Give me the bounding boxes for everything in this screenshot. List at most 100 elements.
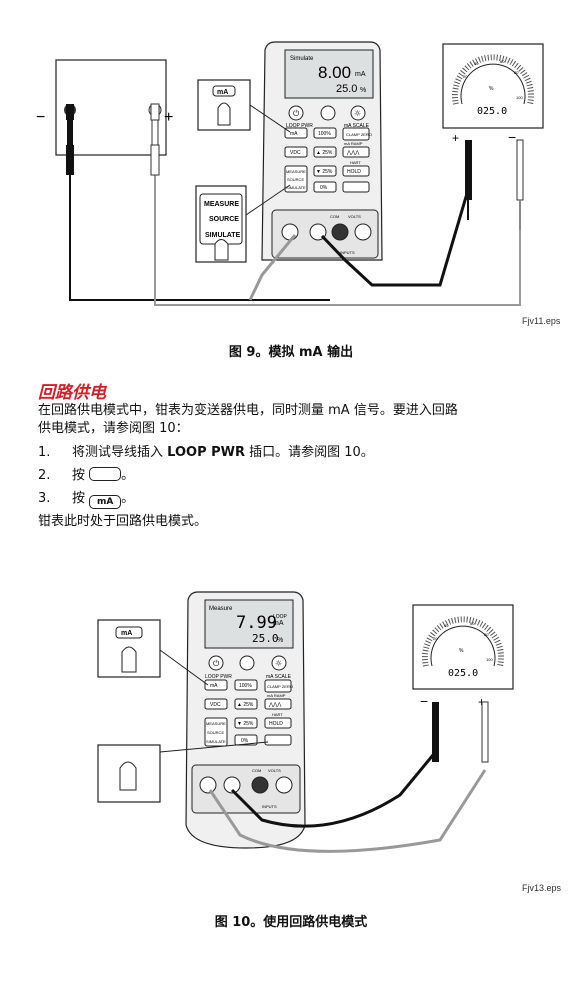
jack-volts bbox=[354, 223, 372, 241]
step-1: 1.将测试导线插入 LOOP PWR 插口。请参阅图 10。 bbox=[38, 445, 374, 460]
gray-lead bbox=[154, 145, 521, 306]
svg-text:☼: ☼ bbox=[354, 109, 361, 118]
figure-10: Measure 7.99 LOOP mA 25.0 % ⏻ ☼ LOOP PWR… bbox=[0, 580, 582, 880]
figure-10-caption: 图 10。使用回路供电模式 bbox=[214, 915, 368, 930]
outro-paragraph: 钳表此时处于回路供电模式。 bbox=[38, 514, 208, 529]
jack-loop bbox=[281, 223, 299, 241]
jack-volts bbox=[275, 776, 293, 794]
svg-text:mA SCALE: mA SCALE bbox=[344, 123, 370, 129]
svg-text:HART: HART bbox=[350, 160, 361, 165]
svg-text:mA SCALE: mA SCALE bbox=[266, 674, 292, 680]
display-mode: Measure bbox=[209, 606, 233, 612]
gauge-box bbox=[442, 43, 544, 129]
finger-icon bbox=[217, 102, 231, 126]
jack-com bbox=[331, 223, 349, 241]
black-lead bbox=[69, 145, 330, 301]
svg-text:100%: 100% bbox=[239, 683, 252, 689]
svg-text:60: 60 bbox=[470, 621, 475, 626]
display-sub: 25.0 bbox=[252, 632, 279, 645]
jack-ma bbox=[223, 776, 241, 794]
svg-text:VOLTS: VOLTS bbox=[268, 768, 281, 773]
svg-text:SOURCE: SOURCE bbox=[209, 216, 239, 223]
power-icon bbox=[208, 655, 224, 671]
finger-icon-2 bbox=[119, 761, 137, 791]
svg-text:mA: mA bbox=[210, 683, 218, 689]
svg-text:60: 60 bbox=[500, 59, 505, 64]
figure-10-filename: Fjv13.eps bbox=[522, 883, 562, 893]
svg-text:100: 100 bbox=[486, 657, 493, 662]
jack-loop bbox=[199, 776, 217, 794]
svg-text:▲ 25%: ▲ 25% bbox=[316, 150, 333, 156]
svg-text:80: 80 bbox=[514, 70, 519, 75]
svg-text:SOURCE: SOURCE bbox=[287, 177, 304, 182]
svg-text:▼ 25%: ▼ 25% bbox=[316, 169, 333, 175]
finger-icon bbox=[121, 646, 137, 673]
svg-text:%: % bbox=[360, 87, 366, 94]
svg-text:LOOP PWR: LOOP PWR bbox=[205, 674, 232, 680]
svg-text:%: % bbox=[489, 86, 494, 92]
svg-text:SIMULATE: SIMULATE bbox=[286, 185, 306, 190]
svg-text:mA RAMP: mA RAMP bbox=[344, 141, 363, 146]
transmitter-minus-label: − bbox=[36, 109, 45, 126]
svg-text:VOLTS: VOLTS bbox=[348, 214, 361, 219]
display-sub: 25.0 bbox=[336, 83, 357, 95]
svg-text:⋀⋀⋀: ⋀⋀⋀ bbox=[268, 702, 282, 708]
blank-key-icon bbox=[89, 467, 122, 481]
svg-text:COM: COM bbox=[252, 768, 261, 773]
svg-text:−: − bbox=[508, 129, 516, 145]
svg-text:20: 20 bbox=[433, 636, 438, 641]
svg-text:100: 100 bbox=[516, 95, 523, 100]
display-unit: mA bbox=[355, 71, 366, 78]
figure-9-filename: Fjv11.eps bbox=[522, 316, 561, 326]
callout-ma-label: mA bbox=[217, 89, 228, 96]
figure-10-illustration: Measure 7.99 LOOP mA 25.0 % ⏻ ☼ LOOP PWR… bbox=[97, 591, 514, 853]
svg-text:LOOP: LOOP bbox=[273, 614, 288, 620]
backlight-icon bbox=[320, 105, 336, 121]
svg-text:0%: 0% bbox=[241, 738, 249, 744]
svg-text:CLAMP ZERO: CLAMP ZERO bbox=[346, 132, 372, 137]
callout-ma-label: mA bbox=[121, 630, 132, 637]
svg-text:INPUTS: INPUTS bbox=[262, 804, 277, 809]
clamp-meter: Measure 7.99 LOOP mA 25.0 % ⏻ ☼ LOOP PWR… bbox=[185, 591, 306, 849]
svg-text:HOLD: HOLD bbox=[269, 721, 283, 727]
svg-text:VDC: VDC bbox=[290, 150, 301, 156]
svg-text:⏻: ⏻ bbox=[293, 109, 300, 118]
svg-text:%: % bbox=[459, 648, 464, 654]
svg-text:80: 80 bbox=[484, 632, 489, 637]
display-main: 7.99 bbox=[236, 613, 277, 633]
svg-text:+: + bbox=[452, 131, 459, 145]
display-main: 8.00 bbox=[318, 63, 351, 82]
svg-text:HOLD: HOLD bbox=[347, 169, 361, 175]
svg-text:40: 40 bbox=[444, 623, 449, 628]
ma-key-icon: mA bbox=[89, 495, 122, 509]
step-2: 2.按 。 bbox=[38, 467, 135, 483]
light-icon bbox=[350, 105, 366, 121]
transmitter-terminal-negative bbox=[64, 104, 76, 145]
gauge-box bbox=[412, 604, 514, 690]
jack-com bbox=[251, 776, 269, 794]
svg-text:INPUTS: INPUTS bbox=[340, 250, 355, 255]
svg-text:20: 20 bbox=[463, 74, 468, 79]
display-mode: Simulate bbox=[290, 56, 314, 62]
svg-text:MEASURE: MEASURE bbox=[204, 201, 239, 208]
step-3: 3.按 mA。 bbox=[38, 491, 135, 509]
clamp-meter: Simulate 8.00 mA 25.0 % ⏻ ☼ LOOP PWR mA … bbox=[261, 41, 383, 261]
svg-text:⏻: ⏻ bbox=[213, 659, 220, 668]
svg-text:mA: mA bbox=[273, 620, 284, 627]
svg-text:HART: HART bbox=[272, 712, 283, 717]
svg-text:▲ 25%: ▲ 25% bbox=[237, 702, 254, 708]
figure-9-caption: 图 9。模拟 mA 输出 bbox=[228, 345, 354, 360]
svg-text:MEASURE: MEASURE bbox=[206, 721, 226, 726]
svg-text:mA RAMP: mA RAMP bbox=[267, 693, 286, 698]
intro-paragraph: 在回路供电模式中，钳表为变送器供电，同时测量 mA 信号。要进入回路 供电模式，… bbox=[38, 403, 458, 436]
svg-text:mA: mA bbox=[290, 131, 298, 137]
svg-text:40: 40 bbox=[474, 61, 479, 66]
svg-text:LOOP PWR: LOOP PWR bbox=[286, 123, 313, 129]
svg-text:COM: COM bbox=[330, 214, 339, 219]
light-icon bbox=[271, 655, 287, 671]
svg-text:⋀⋀⋀: ⋀⋀⋀ bbox=[346, 150, 360, 156]
gauge-readout: 025.0 bbox=[477, 106, 507, 117]
figure-9: − + Simulate 8.00 mA 25.0 % ⏻ ☼ LOOP PWR… bbox=[0, 0, 582, 320]
svg-text:☼: ☼ bbox=[275, 659, 282, 668]
svg-text:−: − bbox=[420, 693, 428, 709]
